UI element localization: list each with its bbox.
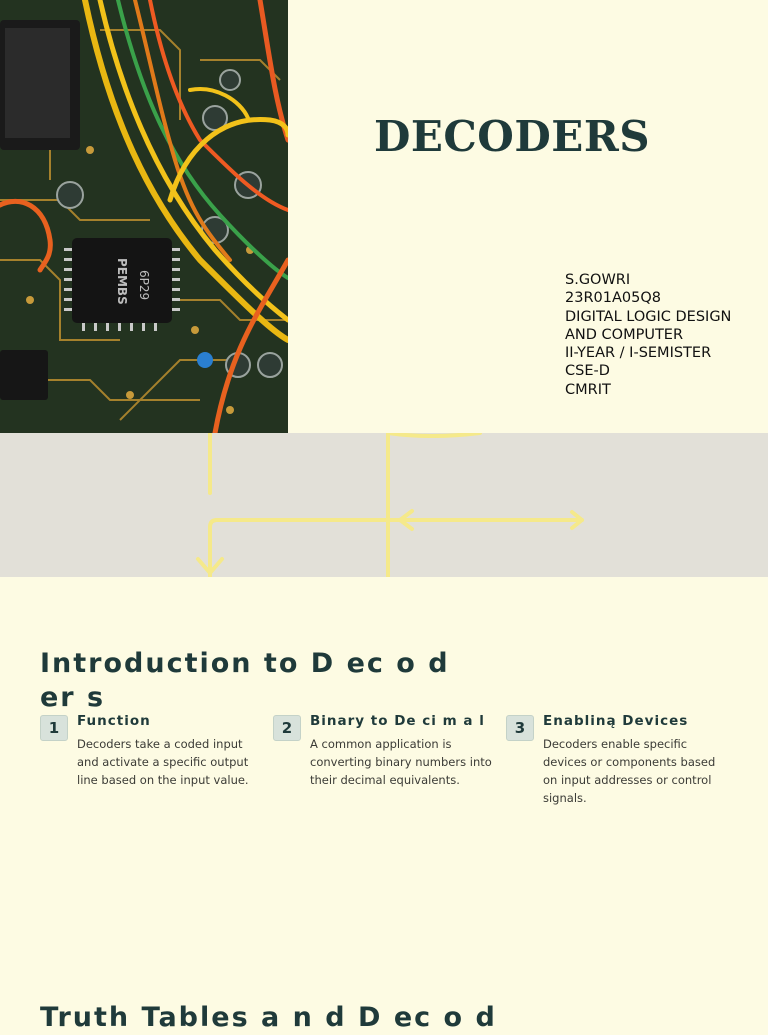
college: CMRIT — [565, 381, 611, 398]
step-badge: 1 — [40, 715, 68, 741]
subject-line-2: AND COMPUTER — [565, 326, 684, 343]
card-description: Decoders enable specific devices or comp… — [543, 737, 716, 805]
card-description: A common application is converting binar… — [310, 737, 492, 787]
slide-title: DECODERS — [373, 112, 651, 161]
author-info: S.GOWRI 23R01A05Q8 DIGITAL LOGIC DESIGN … — [565, 271, 731, 399]
year-semester: II-YEAR / I-SEMISTER — [565, 345, 712, 362]
line-arrows-graphic — [196, 433, 584, 577]
decorative-banner — [0, 433, 768, 577]
card-description: Decoders take a coded input and activate… — [77, 737, 249, 787]
author-name: S.GOWRI — [565, 272, 631, 288]
chip-label-model: 6P29 — [137, 270, 151, 300]
chip-label-brand: PEMBS — [115, 258, 129, 305]
section: CSE-D — [565, 363, 610, 380]
title-slide: 6P29 PEMBS — [0, 0, 768, 433]
card-title: Function — [77, 713, 151, 729]
circuit-board-image: 6P29 PEMBS — [0, 0, 288, 433]
card-title: Enabliną Devices — [543, 713, 689, 729]
subject-line-1: DIGITAL LOGIC DESIGN — [565, 308, 732, 325]
step-badge: 3 — [506, 715, 534, 741]
step-badge: 2 — [273, 715, 301, 741]
next-section-heading: Truth Tables a n d D ec o d — [40, 1002, 497, 1033]
card-title: Binary to De ci m a l — [310, 713, 485, 729]
roll-number: 23R01A05Q8 — [565, 290, 661, 307]
introduction-slide: Introduction to D ec o d er s 1 Function… — [0, 577, 768, 1033]
section-heading: Introduction to D ec o d er s — [40, 648, 450, 713]
